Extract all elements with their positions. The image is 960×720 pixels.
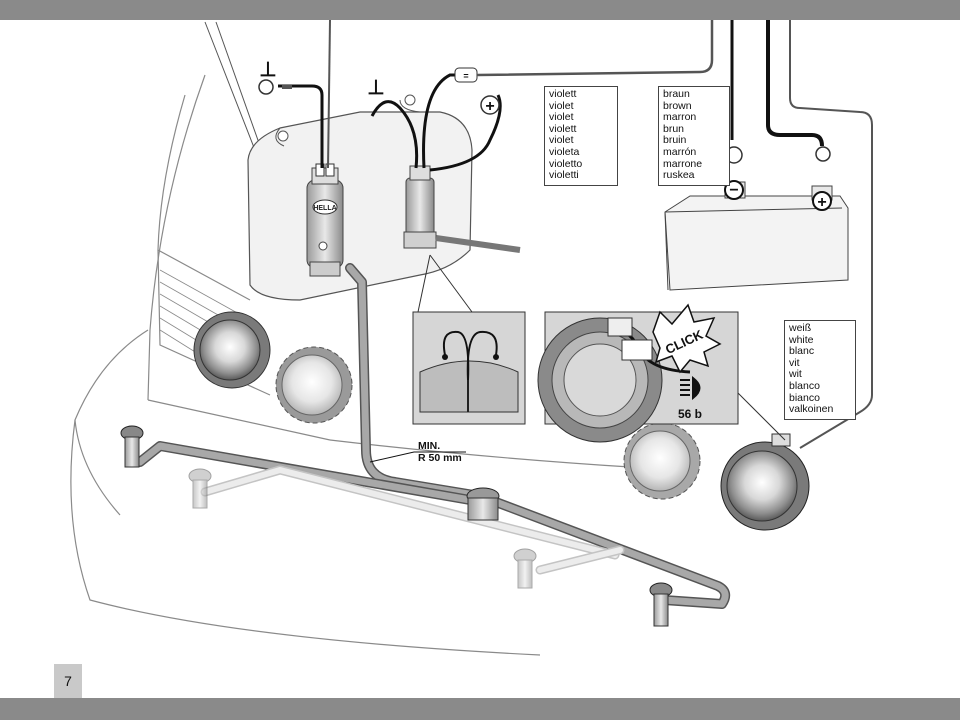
washer-hoses (135, 263, 731, 609)
label-line: white (789, 333, 814, 346)
label-line: ruskea (663, 169, 695, 182)
white-wire-label: weiß white blanc vit wit blanco bianco v… (784, 320, 856, 420)
washer-nozzles (120, 425, 673, 627)
label-line: marrón (663, 145, 697, 158)
high-beam-icon (680, 375, 701, 401)
battery-minus-symbol: − (729, 182, 738, 199)
label-line: blanc (789, 345, 815, 358)
min-radius-value: R 50 mm (418, 452, 462, 464)
headlamps (193, 311, 810, 531)
battery (664, 180, 849, 291)
nozzle (120, 425, 144, 468)
nozzle (649, 582, 673, 627)
label-line: violeta (549, 145, 580, 158)
label-line: violet (549, 111, 574, 124)
label-line: violett (549, 88, 577, 100)
battery-plus-symbol: + (817, 194, 826, 211)
wiring (258, 19, 873, 449)
label-line: weiß (789, 322, 812, 334)
label-line: valkoinen (789, 403, 834, 416)
label-line: brown (663, 99, 692, 112)
page-number: 7 (54, 664, 82, 698)
inset-click (537, 303, 786, 443)
label-line: violet (549, 99, 574, 112)
t-connector (466, 487, 500, 521)
installation-diagram: HELLA − + + = ⊥ (70, 19, 873, 656)
washer-pump: HELLA (306, 163, 344, 277)
label-line: brun (663, 122, 685, 135)
label-line: vit (789, 356, 800, 369)
ground-symbol-left: ⊥ (259, 59, 276, 81)
brown-wire-label: braun brown marron brun bruin marrón mar… (658, 86, 730, 186)
label-line: blanco (789, 379, 820, 392)
violet-wire-label: violett violet violet violett violet vio… (544, 86, 618, 186)
connector-mark: = (463, 71, 468, 81)
label-line: bianco (789, 391, 820, 404)
label-line: violetto (549, 157, 583, 170)
nozzle (513, 548, 537, 589)
bottom-bar (0, 698, 960, 720)
min-radius-title: MIN. (418, 440, 441, 452)
label-line: violetti (549, 169, 579, 182)
label-line: marrone (663, 157, 703, 170)
label-line: braun (663, 88, 690, 100)
page-number-text: 7 (64, 673, 72, 689)
nozzle (188, 468, 212, 509)
label-line: violett (549, 122, 577, 135)
headlight-code-label: 56 b (678, 407, 702, 421)
label-line: marron (663, 111, 697, 124)
ground-symbol-right: ⊥ (367, 77, 384, 99)
svg-text:HELLA: HELLA (313, 205, 336, 212)
label-line: wit (789, 368, 802, 381)
label-line: violet (549, 134, 574, 147)
min-radius-label: MIN. R 50 mm (418, 440, 462, 464)
pump-plus-symbol: + (485, 98, 494, 115)
washer-reservoir (247, 94, 473, 301)
inset-wiper (412, 254, 526, 425)
level-sensor (403, 165, 521, 253)
min-radius-leader (369, 451, 466, 463)
top-bar (0, 0, 960, 20)
label-line: bruin (663, 134, 687, 147)
